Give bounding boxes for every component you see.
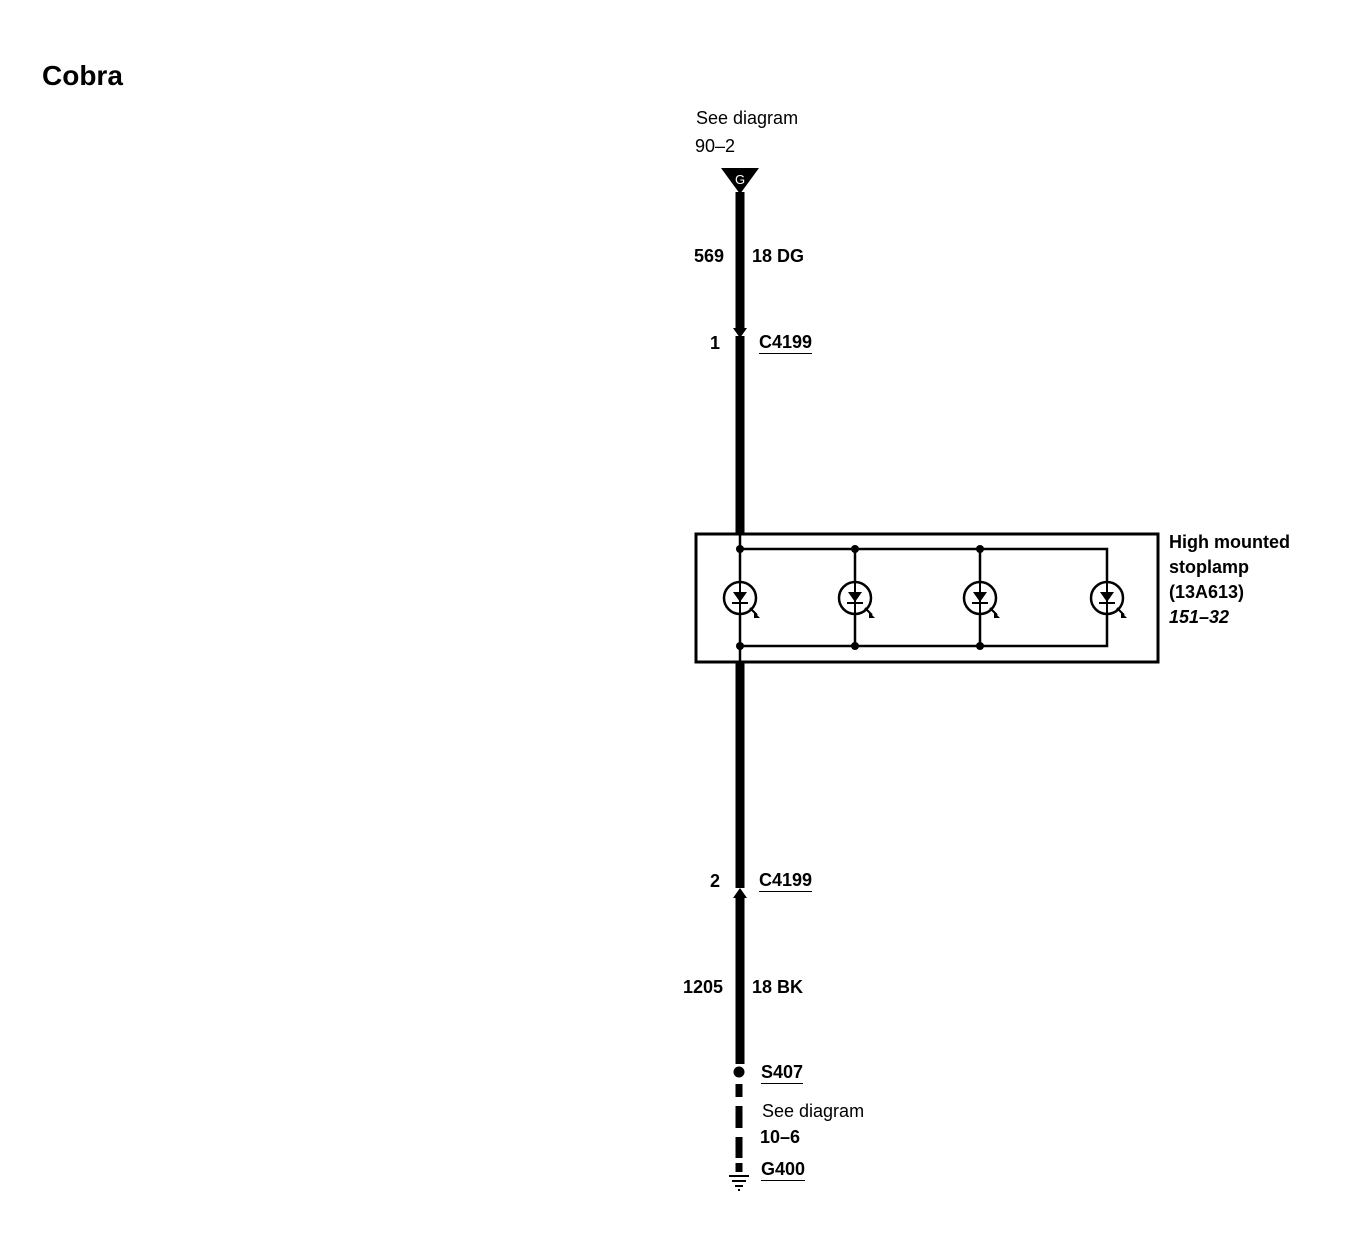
top-diagram-page: 90–2 bbox=[695, 136, 736, 156]
wire-lower-gauge-color: 18 BK bbox=[752, 977, 804, 997]
bottom-see-diagram-text: See diagram bbox=[762, 1101, 865, 1121]
page-title: Cobra bbox=[42, 60, 123, 91]
connector-top-name: C4199 bbox=[759, 332, 813, 354]
led-icon bbox=[962, 580, 1000, 618]
component-label: High mounted stoplamp (13A613) 151–32 bbox=[1169, 530, 1290, 630]
splice-dot-icon bbox=[733, 1066, 745, 1078]
stoplamp-internal-wiring bbox=[738, 534, 1109, 662]
component-part-number: (13A613) bbox=[1169, 582, 1245, 602]
ground-ref-triangle-icon: G bbox=[721, 168, 759, 194]
connector-bottom-arrow-icon bbox=[733, 888, 747, 898]
top-see-diagram-text: See diagram bbox=[696, 108, 799, 128]
wire-upper-circuit: 569 bbox=[694, 246, 725, 266]
ground-ref-symbol: G bbox=[735, 172, 745, 187]
connector-top-arrow-icon bbox=[733, 328, 747, 338]
stoplamp-component-box bbox=[694, 532, 1160, 664]
junction-dots bbox=[736, 545, 984, 650]
connector-top-pin: 1 bbox=[710, 333, 721, 353]
component-location-ref: 151–32 bbox=[1169, 607, 1230, 627]
ground-icon bbox=[729, 1175, 749, 1191]
connector-bottom-pin: 2 bbox=[710, 871, 721, 891]
component-name-line2: stoplamp bbox=[1169, 557, 1250, 577]
led-icon bbox=[722, 580, 760, 618]
connector-bottom-name: C4199 bbox=[759, 870, 813, 892]
led-icon bbox=[1089, 580, 1127, 618]
ground-label: G400 bbox=[761, 1159, 806, 1181]
bottom-diagram-page: 10–6 bbox=[760, 1127, 801, 1147]
led-icon bbox=[837, 580, 875, 618]
splice-label: S407 bbox=[761, 1062, 804, 1084]
wire-lower-circuit: 1205 bbox=[683, 977, 724, 997]
wire-upper-gauge-color: 18 DG bbox=[752, 246, 805, 266]
component-name-line1: High mounted bbox=[1169, 532, 1290, 552]
